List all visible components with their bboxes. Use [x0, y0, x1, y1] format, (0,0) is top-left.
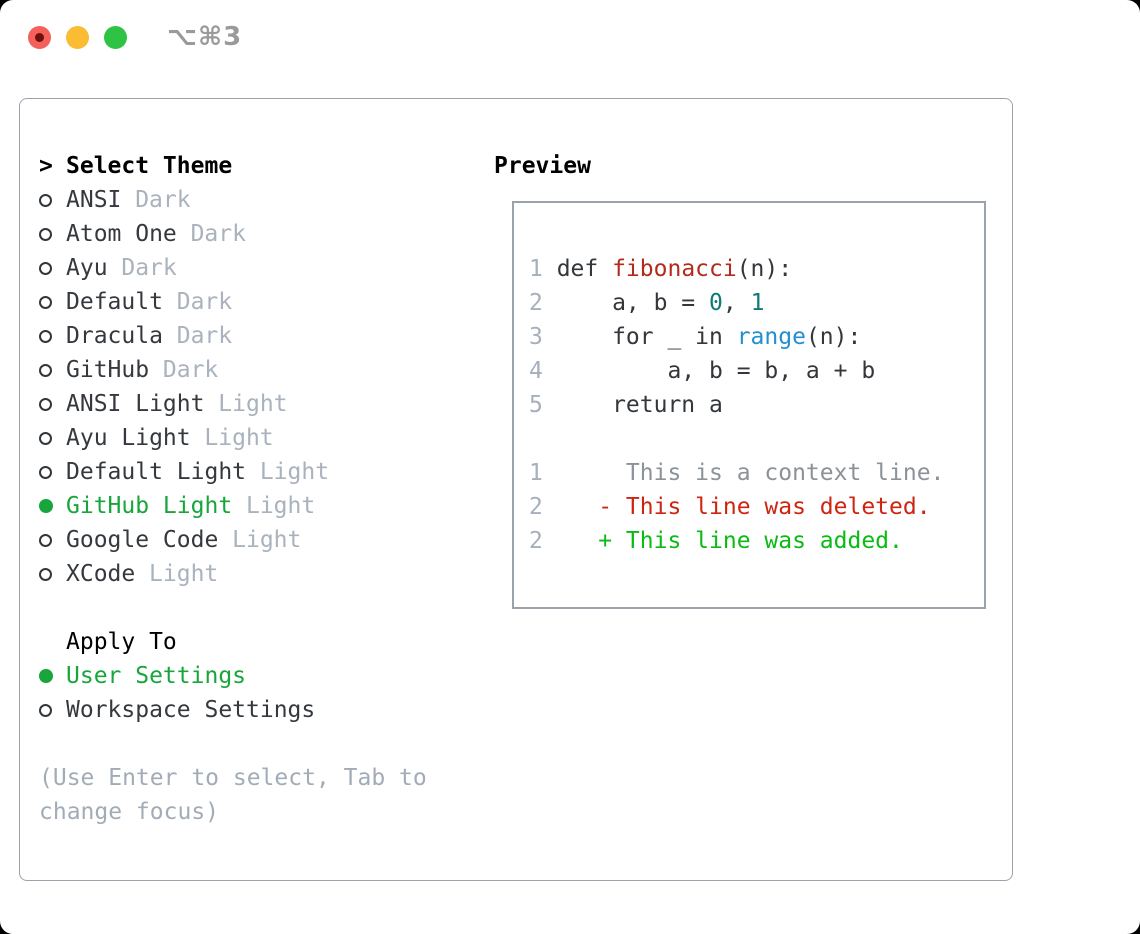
theme-list-header: > Select Theme: [39, 149, 427, 183]
diff-added-line: 2 + This line was added.: [529, 524, 984, 558]
theme-list-title: Select Theme: [66, 153, 233, 179]
code-line: 2 a, b = 0, 1: [529, 286, 984, 320]
traffic-lights: [28, 26, 127, 49]
line-number: 3: [529, 324, 543, 350]
line-number: 2: [529, 494, 543, 520]
code-line: 3 for _ in range(n):: [529, 320, 984, 354]
function-name-token: fibonacci: [612, 256, 737, 282]
line-number: 4: [529, 358, 543, 384]
help-text-line-2: change focus): [39, 799, 220, 825]
titlebar: ⌥⌘3: [0, 0, 1140, 72]
number-literal-token: 1: [750, 290, 765, 316]
line-number: 2: [529, 290, 543, 316]
code-line: 5 return a: [529, 388, 984, 422]
help-text-line-1: (Use Enter to select, Tab to: [39, 765, 427, 791]
line-number: 2: [529, 528, 543, 554]
radio-icon: [39, 431, 52, 445]
unsaved-dot-icon: [35, 33, 44, 42]
radio-icon: [39, 295, 52, 309]
code-line: 4 a, b = b, a + b: [529, 354, 984, 388]
radio-icon: [39, 397, 52, 411]
window-shortcut-label: ⌥⌘3: [167, 22, 243, 52]
radio-icon: [39, 261, 52, 275]
builtin-call-token: range: [736, 324, 806, 350]
close-button[interactable]: [28, 26, 51, 49]
radio-icon: [39, 533, 52, 547]
radio-icon: [39, 329, 52, 343]
preview-title: Preview: [494, 153, 591, 179]
radio-icon: [39, 669, 53, 683]
radio-icon: [39, 567, 52, 581]
minimize-button[interactable]: [66, 26, 89, 49]
line-number: 5: [529, 392, 543, 418]
apply-to-header: Apply To: [66, 629, 177, 655]
line-number: 1: [529, 256, 543, 282]
spacer: [39, 727, 427, 761]
spacer: [39, 591, 427, 625]
radio-icon: [39, 363, 52, 377]
radio-icon: [39, 465, 52, 479]
apply-option-user-settings[interactable]: User Settings: [39, 659, 427, 693]
radio-icon: [39, 227, 52, 241]
line-number: 1: [529, 460, 543, 486]
diff-deleted-line: 2 - This line was deleted.: [529, 490, 984, 524]
apply-option-workspace-settings[interactable]: Workspace Settings: [39, 693, 427, 727]
zoom-button[interactable]: [104, 26, 127, 49]
radio-icon: [39, 499, 53, 513]
diff-context-line: 1 This is a context line.: [529, 456, 984, 490]
radio-icon: [39, 703, 52, 717]
prompt-icon: >: [39, 153, 53, 179]
code-line-blank: [529, 422, 984, 456]
radio-icon: [39, 193, 52, 207]
number-literal-token: 0: [709, 290, 723, 316]
